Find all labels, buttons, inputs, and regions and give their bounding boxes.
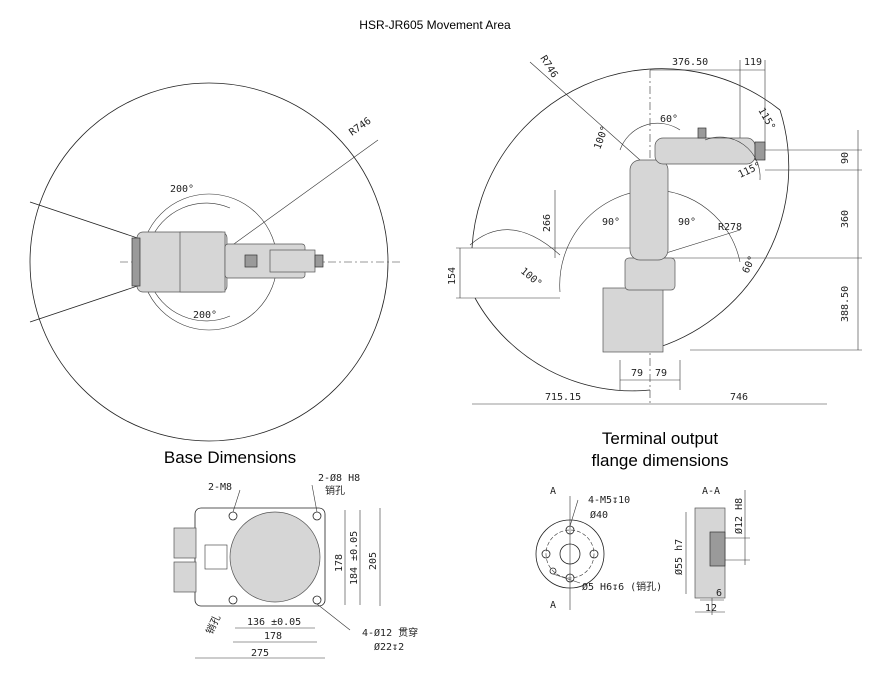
d40-label: Ø40 bbox=[590, 509, 608, 521]
counterbore-label: Ø22↧2 bbox=[374, 641, 404, 653]
dim-119-label: 119 bbox=[744, 57, 762, 68]
radius-leader bbox=[208, 139, 379, 263]
pin-flange-label: Ø5 H6↧6 (销孔) bbox=[582, 580, 662, 593]
joint-marker bbox=[244, 254, 258, 268]
dim-6-label: 6 bbox=[716, 588, 722, 599]
hole-top-right bbox=[312, 511, 322, 521]
robot-shoulder-top bbox=[179, 231, 226, 293]
angle-100-bottom-label: 100° bbox=[518, 266, 544, 290]
side-panel bbox=[204, 544, 228, 570]
thru-hole-leader bbox=[316, 603, 351, 631]
top-angle-lower-label: 200° bbox=[193, 310, 217, 321]
flange-side bbox=[754, 141, 766, 161]
hole-bottom-left bbox=[228, 595, 238, 605]
flange-center-bore bbox=[559, 543, 581, 565]
d12-label: Ø12 H8 bbox=[733, 498, 745, 534]
m5-hole-right bbox=[589, 549, 599, 559]
top-angle-upper-label: 200° bbox=[170, 184, 194, 195]
m8-leader bbox=[232, 489, 241, 513]
m8-label: 2-M8 bbox=[208, 482, 232, 493]
top-view: R746 200° 200° bbox=[29, 82, 400, 442]
pin-leader-flange bbox=[552, 573, 581, 584]
dim-746-label: 746 bbox=[730, 392, 748, 403]
dim-154-label: 154 bbox=[447, 267, 458, 285]
dim-715-label: 715.15 bbox=[545, 392, 581, 403]
m5-label: 4-M5↧10 bbox=[588, 495, 630, 506]
dim-178v-label: 178 bbox=[334, 554, 345, 572]
dim-266-label: 266 bbox=[542, 214, 553, 232]
side-r746-label: R746 bbox=[537, 54, 559, 80]
dim-178h-label: 178 bbox=[264, 631, 282, 642]
joint-angle-arc bbox=[619, 123, 681, 151]
pin-cn-label: 销孔 bbox=[203, 613, 223, 637]
section-a-bottom-label: A bbox=[550, 600, 556, 611]
base-dimensions-drawing: 2-M8 2-Ø8 H8 销孔 178 184 ±0.05 205 136 ±0… bbox=[173, 472, 418, 659]
cable-connector-upper bbox=[173, 527, 197, 559]
section-aa-label: A-A bbox=[702, 486, 720, 497]
dim-360-label: 360 bbox=[840, 210, 851, 228]
thru-hole-label: 4-Ø12 贯穿 bbox=[362, 626, 418, 639]
dim-184-label: 184 ±0.05 bbox=[349, 531, 360, 585]
dim-90-label: 90 bbox=[840, 152, 851, 164]
top-radius-label: R746 bbox=[347, 116, 373, 139]
dim-12-label: 12 bbox=[705, 603, 717, 614]
section-bore bbox=[709, 531, 726, 567]
flange-heading-line1: Terminal output bbox=[601, 429, 719, 448]
dim-205-label: 205 bbox=[368, 552, 379, 570]
top-connector bbox=[697, 127, 707, 139]
flange-heading-line2: flange dimensions bbox=[591, 451, 729, 470]
bolt-circle bbox=[545, 529, 595, 579]
base-joint-disc bbox=[229, 511, 321, 603]
dim-79a-label: 79 bbox=[631, 368, 643, 379]
angle-arc-bottom bbox=[149, 281, 231, 322]
side-view: R746 376.50 119 115° 60° 100° 115° 90 36… bbox=[447, 54, 862, 405]
angle-60-bottom-label: 60° bbox=[741, 254, 759, 275]
robot-upper-arm-side bbox=[629, 159, 669, 261]
flange-outer-circle bbox=[535, 519, 605, 589]
angle-60-top-label: 60° bbox=[660, 114, 678, 125]
flange-dimensions-drawing: A A 4-M5↧10 Ø40 Ø5 H6↧6 (销孔) A-A Ø12 H8 … bbox=[535, 486, 750, 615]
pin-hole-label: 2-Ø8 H8 bbox=[318, 472, 360, 484]
m5-hole-bottom bbox=[565, 573, 575, 583]
d55-label: Ø55 h7 bbox=[673, 539, 685, 575]
pin-leader bbox=[311, 484, 318, 513]
m5-leader bbox=[569, 499, 579, 527]
section-a-top-label: A bbox=[550, 486, 556, 497]
r278-label: R278 bbox=[718, 222, 742, 233]
angle-90-right-label: 90° bbox=[678, 217, 696, 228]
dim-136-label: 136 ±0.05 bbox=[247, 617, 301, 628]
hole-top-left bbox=[228, 511, 238, 521]
flange-top bbox=[314, 254, 324, 268]
elbow-limit-arc bbox=[469, 229, 561, 256]
wrist-angle-arc bbox=[704, 136, 761, 181]
angle-arc-top bbox=[149, 202, 231, 243]
hole-bottom-right bbox=[312, 595, 322, 605]
base-dimensions-heading: Base Dimensions bbox=[163, 448, 297, 467]
base-cable-top bbox=[131, 237, 141, 287]
flange-dimensions-heading: Terminal output flange dimensions bbox=[560, 428, 760, 472]
outer-reach-arc-right bbox=[649, 109, 790, 351]
robot-base-side bbox=[602, 287, 664, 353]
angle-115-top-label: 115° bbox=[755, 106, 777, 132]
outer-reach-arc-bottom bbox=[474, 297, 651, 392]
outer-reach-arc-top bbox=[471, 68, 781, 249]
robot-wrist-top bbox=[269, 249, 316, 273]
diagram-title: HSR-JR605 Movement Area bbox=[359, 18, 511, 32]
angle-90-left-label: 90° bbox=[602, 217, 620, 228]
r746-leader bbox=[529, 61, 641, 161]
angle-100-top-label: 100° bbox=[592, 125, 611, 151]
m5-hole-left bbox=[541, 549, 551, 559]
cable-connector-lower bbox=[173, 561, 197, 593]
robot-shoulder-side bbox=[624, 257, 676, 291]
dim-275-label: 275 bbox=[251, 648, 269, 659]
dim-376-label: 376.50 bbox=[672, 57, 708, 68]
dim-79b-label: 79 bbox=[655, 368, 667, 379]
robot-forearm-side bbox=[654, 137, 756, 165]
dim-388-label: 388.50 bbox=[840, 286, 851, 322]
pin-hole-cn-label: 销孔 bbox=[325, 484, 345, 497]
